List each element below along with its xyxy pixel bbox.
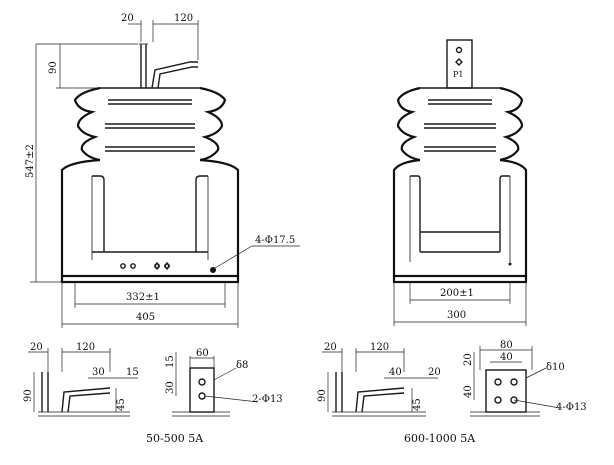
terminal-label: P1 [453, 70, 463, 79]
detail-right-caption: 600-1000 5A [404, 432, 476, 445]
detail-left-plate-holes: 2-Φ13 [252, 394, 283, 405]
left-view: 20 120 90 547±2 4-Φ17.5 332±1 405 [25, 13, 300, 328]
detail-right-dim-d: 20 [428, 367, 441, 378]
detail-right-plate-dim-top-outer: 80 [500, 340, 513, 351]
left-dim-hole-label: 4-Φ17.5 [255, 235, 295, 246]
left-dim-top-b: 120 [174, 13, 193, 24]
right-dim-base-inner: 200±1 [440, 288, 474, 299]
detail-right-plate-dim-left-a: 20 [463, 353, 474, 366]
detail-right-plate-dim-left-b: 40 [463, 385, 474, 398]
left-dim-base-inner: 332±1 [126, 292, 160, 303]
detail-left-dim-f: 45 [116, 398, 127, 411]
right-view: P1 200±1 300 [392, 39, 528, 326]
left-dim-height-top: 90 [48, 61, 59, 74]
detail-left-dim-e: 90 [23, 389, 34, 402]
detail-left-dim-b: 120 [76, 342, 95, 353]
detail-left-plate-dim-mid: 30 [165, 381, 176, 394]
detail-right-dim-f: 45 [412, 398, 423, 411]
detail-right-dim-b: 120 [370, 342, 389, 353]
detail-left-dim-a: 20 [30, 342, 43, 353]
detail-right-plate-dim-top-inner: 40 [500, 352, 513, 363]
detail-right-dim-c: 40 [389, 367, 402, 378]
detail-left: 20 120 30 15 90 45 60 15 30 δ8 2-Φ13 50-… [23, 342, 283, 445]
detail-left-plate-dim-left: 15 [165, 355, 176, 368]
detail-left-plate-thickness: δ8 [236, 360, 248, 371]
detail-right-dim-e: 90 [317, 389, 328, 402]
detail-right: 20 120 40 20 90 45 80 40 20 40 δ10 [317, 340, 587, 445]
detail-right-plate-thickness: δ10 [546, 362, 565, 373]
right-dim-base-outer: 300 [447, 310, 466, 321]
detail-left-plate-dim-top: 60 [196, 348, 209, 359]
left-dim-height-total: 547±2 [25, 144, 36, 178]
left-dim-base-outer: 405 [136, 312, 155, 323]
left-dim-top-a: 20 [121, 13, 134, 24]
detail-left-caption: 50-500 5A [146, 432, 204, 445]
detail-right-dim-a: 20 [324, 342, 337, 353]
detail-left-dim-d: 15 [126, 367, 139, 378]
detail-left-dim-c: 30 [92, 367, 105, 378]
detail-right-plate-holes: 4-Φ13 [556, 402, 587, 413]
